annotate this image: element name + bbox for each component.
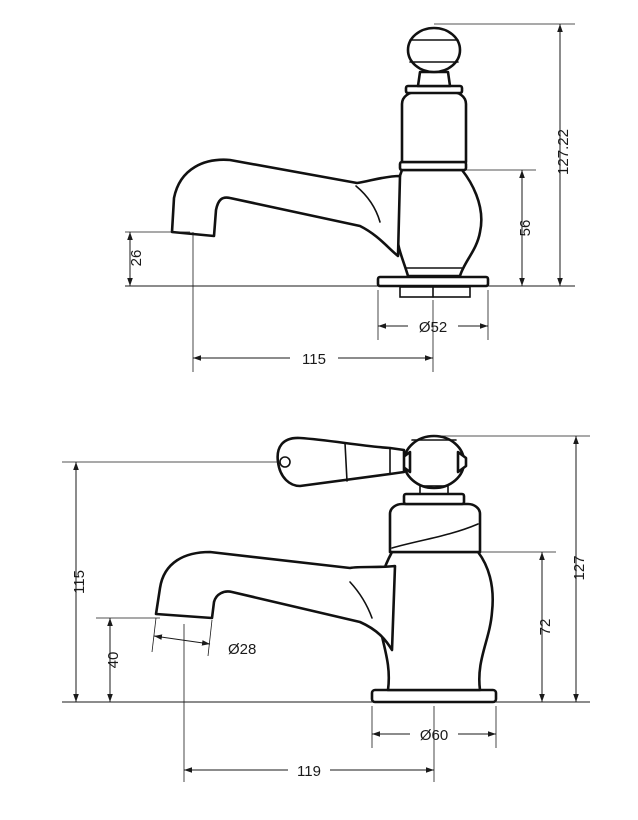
bottom-outlet-diameter-label: Ø28	[228, 641, 256, 658]
top-tap-view: 127.22 56 26 Ø52 115	[125, 23, 575, 372]
top-valve-body	[393, 168, 483, 278]
bottom-lever-handle	[276, 436, 406, 488]
bottom-spout-height-label: 40	[105, 652, 122, 669]
top-valve-height-label: 56	[517, 220, 534, 237]
top-spout-height-label: 26	[128, 250, 145, 267]
bottom-tap-view: 127 72 115 40 Ø28 Ø60 119	[62, 434, 590, 782]
bottom-handle-hub	[402, 434, 466, 490]
bottom-reach-label: 119	[297, 763, 321, 780]
bottom-valve-height-label: 72	[537, 619, 554, 636]
top-total-height-label: 127.22	[555, 129, 572, 175]
top-reach-label: 115	[302, 351, 326, 368]
bottom-spout	[154, 550, 397, 652]
top-spout	[170, 158, 402, 258]
top-base-plate	[376, 275, 490, 288]
bottom-total-height-label: 127	[571, 555, 588, 580]
bottom-upper-collar	[388, 502, 482, 554]
bottom-base-plate	[370, 688, 498, 704]
top-upper-body	[400, 90, 468, 164]
top-knob	[406, 26, 462, 74]
top-base-fitting	[399, 286, 471, 298]
bottom-handle-height-label: 115	[71, 570, 88, 594]
top-neck	[416, 70, 452, 88]
